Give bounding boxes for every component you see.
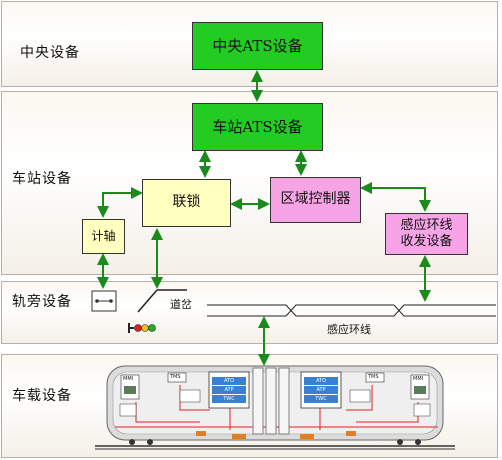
station-ats-box: 车站ATS设备 [192, 103, 323, 151]
zone-controller-box: 区域控制器 [270, 177, 361, 223]
station-equipment-label: 车站设备 [12, 171, 72, 187]
train-mmi-right: MMI [413, 376, 424, 382]
axle-counter-box: 计轴 [82, 219, 125, 254]
twc-label-left: TWC [212, 395, 246, 403]
central-equipment-label: 中央设备 [20, 45, 80, 61]
onboard-equipment-label: 车载设备 [12, 388, 72, 404]
link-interlocking-axle [97, 187, 143, 218]
switch-label: 道岔 [170, 298, 192, 311]
signal-icon [128, 323, 156, 333]
onboard-unit-right: ATO ATP TWC [304, 377, 338, 403]
train-tms-left: TMS [170, 374, 181, 380]
central-ats-box: 中央ATS设备 [192, 22, 323, 70]
ato-label-left: ATO [212, 377, 246, 385]
loop-transceiver-box: 感应环线 收发设备 [385, 213, 468, 255]
interlocking-box: 联锁 [142, 179, 231, 227]
trackside-equipment-label: 轨旁设备 [12, 294, 72, 310]
train-mmi-left: MMI [123, 376, 134, 382]
switch-icon [137, 289, 187, 313]
induction-loop-label: 感应环线 [327, 323, 371, 336]
ato-label-right: ATO [304, 377, 338, 385]
link-zone-loop [360, 182, 431, 212]
atp-label-left: ATP [212, 386, 246, 394]
onboard-unit-left: ATO ATP TWC [212, 377, 246, 403]
train-tms-right: TMS [368, 374, 379, 380]
train-illustration [95, 365, 455, 450]
twc-label-right: TWC [304, 395, 338, 403]
induction-loop-cable [207, 304, 496, 317]
atp-label-right: ATP [304, 386, 338, 394]
trackside-equipment-band [1, 281, 498, 344]
